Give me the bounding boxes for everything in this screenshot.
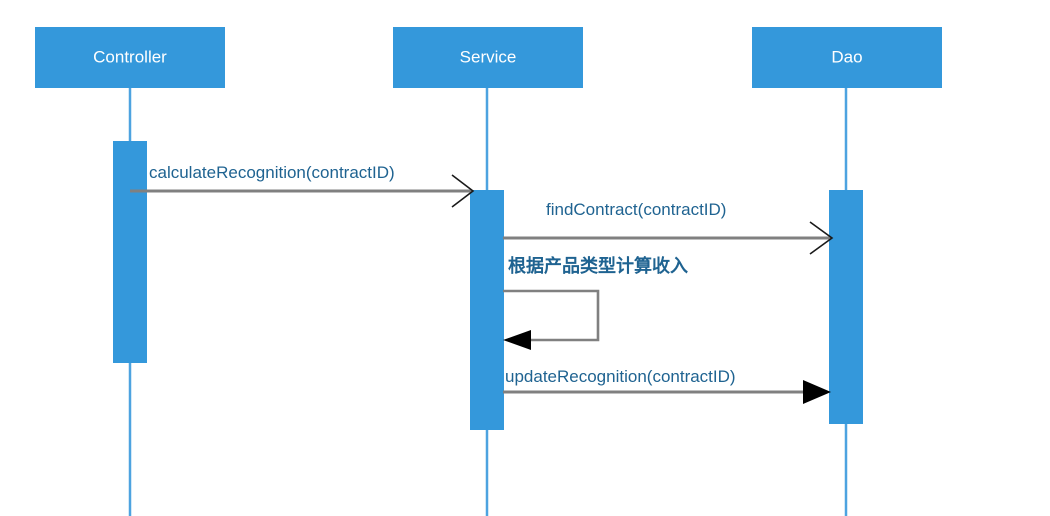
message-find-contract[interactable]: findContract(contractID) bbox=[503, 200, 834, 255]
participant-label-controller: Controller bbox=[93, 47, 167, 66]
participant-service[interactable]: Service bbox=[393, 27, 583, 88]
self-call-loop-path bbox=[503, 289, 600, 342]
participant-controller[interactable]: Controller bbox=[35, 27, 225, 88]
activation-bars-layer bbox=[113, 141, 863, 430]
activation-bar-service[interactable] bbox=[470, 190, 504, 430]
message-label-find-contract: findContract(contractID) bbox=[546, 200, 726, 219]
activation-bar-dao[interactable] bbox=[829, 190, 863, 424]
message-label-update-recognition: updateRecognition(contractID) bbox=[505, 367, 736, 386]
message-calculate-recognition[interactable]: calculateRecognition(contractID) bbox=[130, 163, 475, 208]
arrowhead-filled-update-recognition bbox=[803, 380, 831, 404]
participant-box-dao[interactable] bbox=[752, 27, 942, 88]
participant-label-service: Service bbox=[460, 47, 517, 66]
message-label-calculate-recognition: calculateRecognition(contractID) bbox=[149, 163, 395, 182]
arrowhead-open-find-contract bbox=[809, 221, 834, 255]
participant-dao[interactable]: Dao bbox=[752, 27, 942, 88]
message-label-self-calculate-revenue: 根据产品类型计算收入 bbox=[508, 255, 688, 277]
arrowhead-filled-self-calculate-revenue bbox=[503, 330, 531, 350]
message-update-recognition[interactable]: updateRecognition(contractID) bbox=[503, 367, 831, 404]
arrowhead-open-calculate-recognition bbox=[451, 174, 475, 208]
message-self-calculate-revenue[interactable]: 根据产品类型计算收入 bbox=[503, 255, 688, 350]
participant-box-controller[interactable] bbox=[35, 27, 225, 88]
activation-bar-controller[interactable] bbox=[113, 141, 147, 363]
participant-label-dao: Dao bbox=[831, 47, 862, 66]
participant-box-service[interactable] bbox=[393, 27, 583, 88]
